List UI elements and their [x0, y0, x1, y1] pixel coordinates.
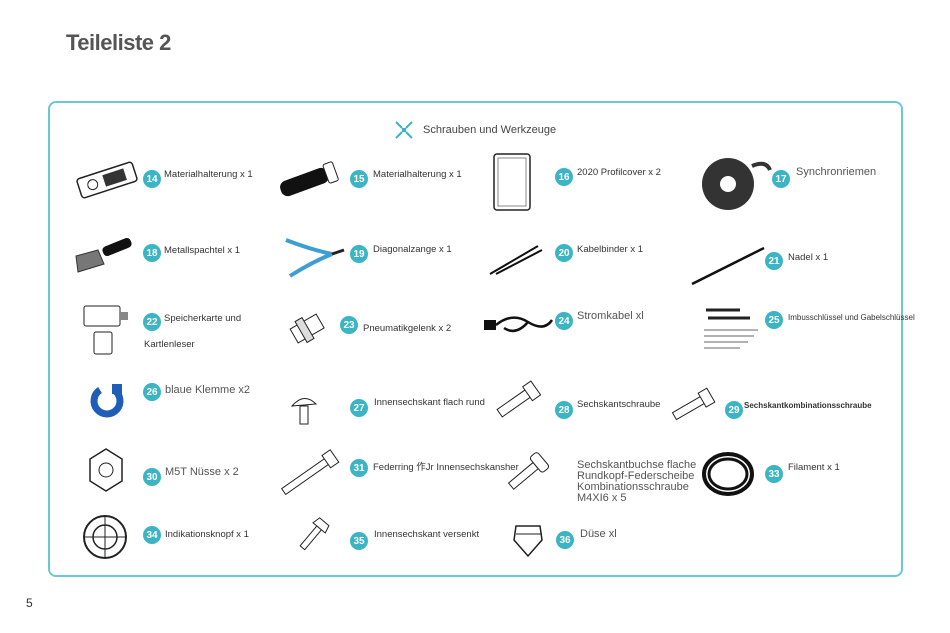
item-label-27: Innensechskant flach rund — [374, 397, 485, 408]
item-badge-30: 30 — [143, 468, 161, 486]
item-badge-35: 35 — [350, 532, 368, 550]
item-badge-14: 14 — [143, 170, 161, 188]
item-label-16: 2020 Profilcover x 2 — [577, 167, 661, 178]
item-badge-36: 36 — [556, 531, 574, 549]
item-badge-23: 23 — [340, 316, 358, 334]
blue-clamp-illustration — [90, 384, 124, 418]
nozzle-illustration — [513, 525, 543, 558]
metal-spatula-illustration — [75, 237, 132, 273]
item-label-29: Sechskantkombinationsschraube — [744, 401, 872, 410]
item-label-22b: Kartlenleser — [144, 339, 195, 350]
item-label-30: M5T Nüsse x 2 — [165, 466, 239, 478]
long-hex-screw-illustration — [280, 449, 340, 496]
item-label-33: Filament x 1 — [788, 462, 840, 473]
item-label-25: Imbusschlüssel und Gabelschlüssel — [788, 313, 915, 322]
item-label-35: Innensechskant versenkt — [374, 529, 480, 540]
item-badge-18: 18 — [143, 244, 161, 262]
item-badge-26: 26 — [143, 383, 161, 401]
wrench-set-illustration — [704, 308, 758, 349]
combination-screw-illustration — [671, 387, 716, 421]
item-badge-31: 31 — [350, 459, 368, 477]
pneumatic-fitting-illustration — [289, 313, 325, 344]
page-title: Teileliste 2 — [66, 30, 171, 55]
item-label-34: Indikationsknopf x 1 — [165, 529, 249, 540]
button-head-screw-illustration — [290, 398, 318, 425]
countersunk-screw-illustration — [299, 517, 330, 551]
item-badge-22: 22 — [143, 313, 161, 331]
item-label-19: Diagonalzange x 1 — [373, 244, 452, 255]
item-badge-16: 16 — [555, 168, 573, 186]
item-badge-25: 25 — [765, 311, 783, 329]
power-cable-illustration — [484, 316, 554, 333]
tools-icon — [395, 121, 413, 139]
item-label-14: Materialhalterung x 1 — [164, 169, 253, 180]
card-reader-illustration — [83, 305, 128, 355]
flange-screw-illustration — [507, 452, 550, 490]
needle-illustration — [691, 246, 765, 286]
item-badge-24: 24 — [555, 312, 573, 330]
item-badge-33: 33 — [765, 465, 783, 483]
diagonal-pliers-illustration — [285, 238, 345, 278]
item-badge-27: 27 — [350, 399, 368, 417]
spool-holder-illustration — [280, 161, 339, 197]
item-label-23: Pneumatikgelenk x 2 — [363, 323, 452, 334]
nut-illustration — [89, 448, 123, 492]
item-label-36: Düse xl — [580, 528, 617, 540]
section-header: Schrauben und Werkzeuge — [393, 119, 556, 141]
item-badge-28: 28 — [555, 401, 573, 419]
item-badge-29: 29 — [725, 401, 743, 419]
item-label-15: Materialhalterung x 1 — [373, 169, 462, 180]
item-badge-17: 17 — [772, 170, 790, 188]
item-label-18: Metallspachtel x 1 — [164, 245, 241, 256]
section-title: Schrauben und Werkzeuge — [423, 124, 557, 136]
indicator-knob-illustration — [83, 515, 127, 559]
hex-screw-illustration — [496, 380, 542, 418]
item-badge-19: 19 — [350, 245, 368, 263]
item-label-28: Sechskantschraube — [577, 399, 661, 410]
item-label-22a: Speicherkarte und — [164, 313, 242, 324]
item-label-32: Sechskantbuchse flache Rundkopf-Federsch… — [577, 459, 697, 504]
profile-cover-illustration — [493, 153, 531, 211]
item-label-20: Kabelbinder x 1 — [577, 244, 644, 255]
item-badge-20: 20 — [555, 244, 573, 262]
item-label-17: Synchronriemen — [796, 166, 877, 178]
item-label-26: blaue Klemme x2 — [165, 384, 250, 396]
filament-illustration — [702, 452, 754, 496]
item-badge-21: 21 — [765, 252, 783, 270]
item-label-31: Federring 作Jr Innensechskansher — [373, 462, 519, 473]
cable-tie-illustration — [489, 245, 543, 275]
timing-belt-illustration — [702, 158, 772, 210]
item-label-21: Nadel x 1 — [788, 252, 829, 263]
item-badge-34: 34 — [143, 526, 161, 544]
page-number: 5 — [26, 596, 33, 610]
item-badge-15: 15 — [350, 170, 368, 188]
parts-frame — [48, 101, 903, 577]
item-label-24: Stromkabel xl — [577, 310, 644, 322]
material-holder-illustration — [76, 161, 138, 199]
